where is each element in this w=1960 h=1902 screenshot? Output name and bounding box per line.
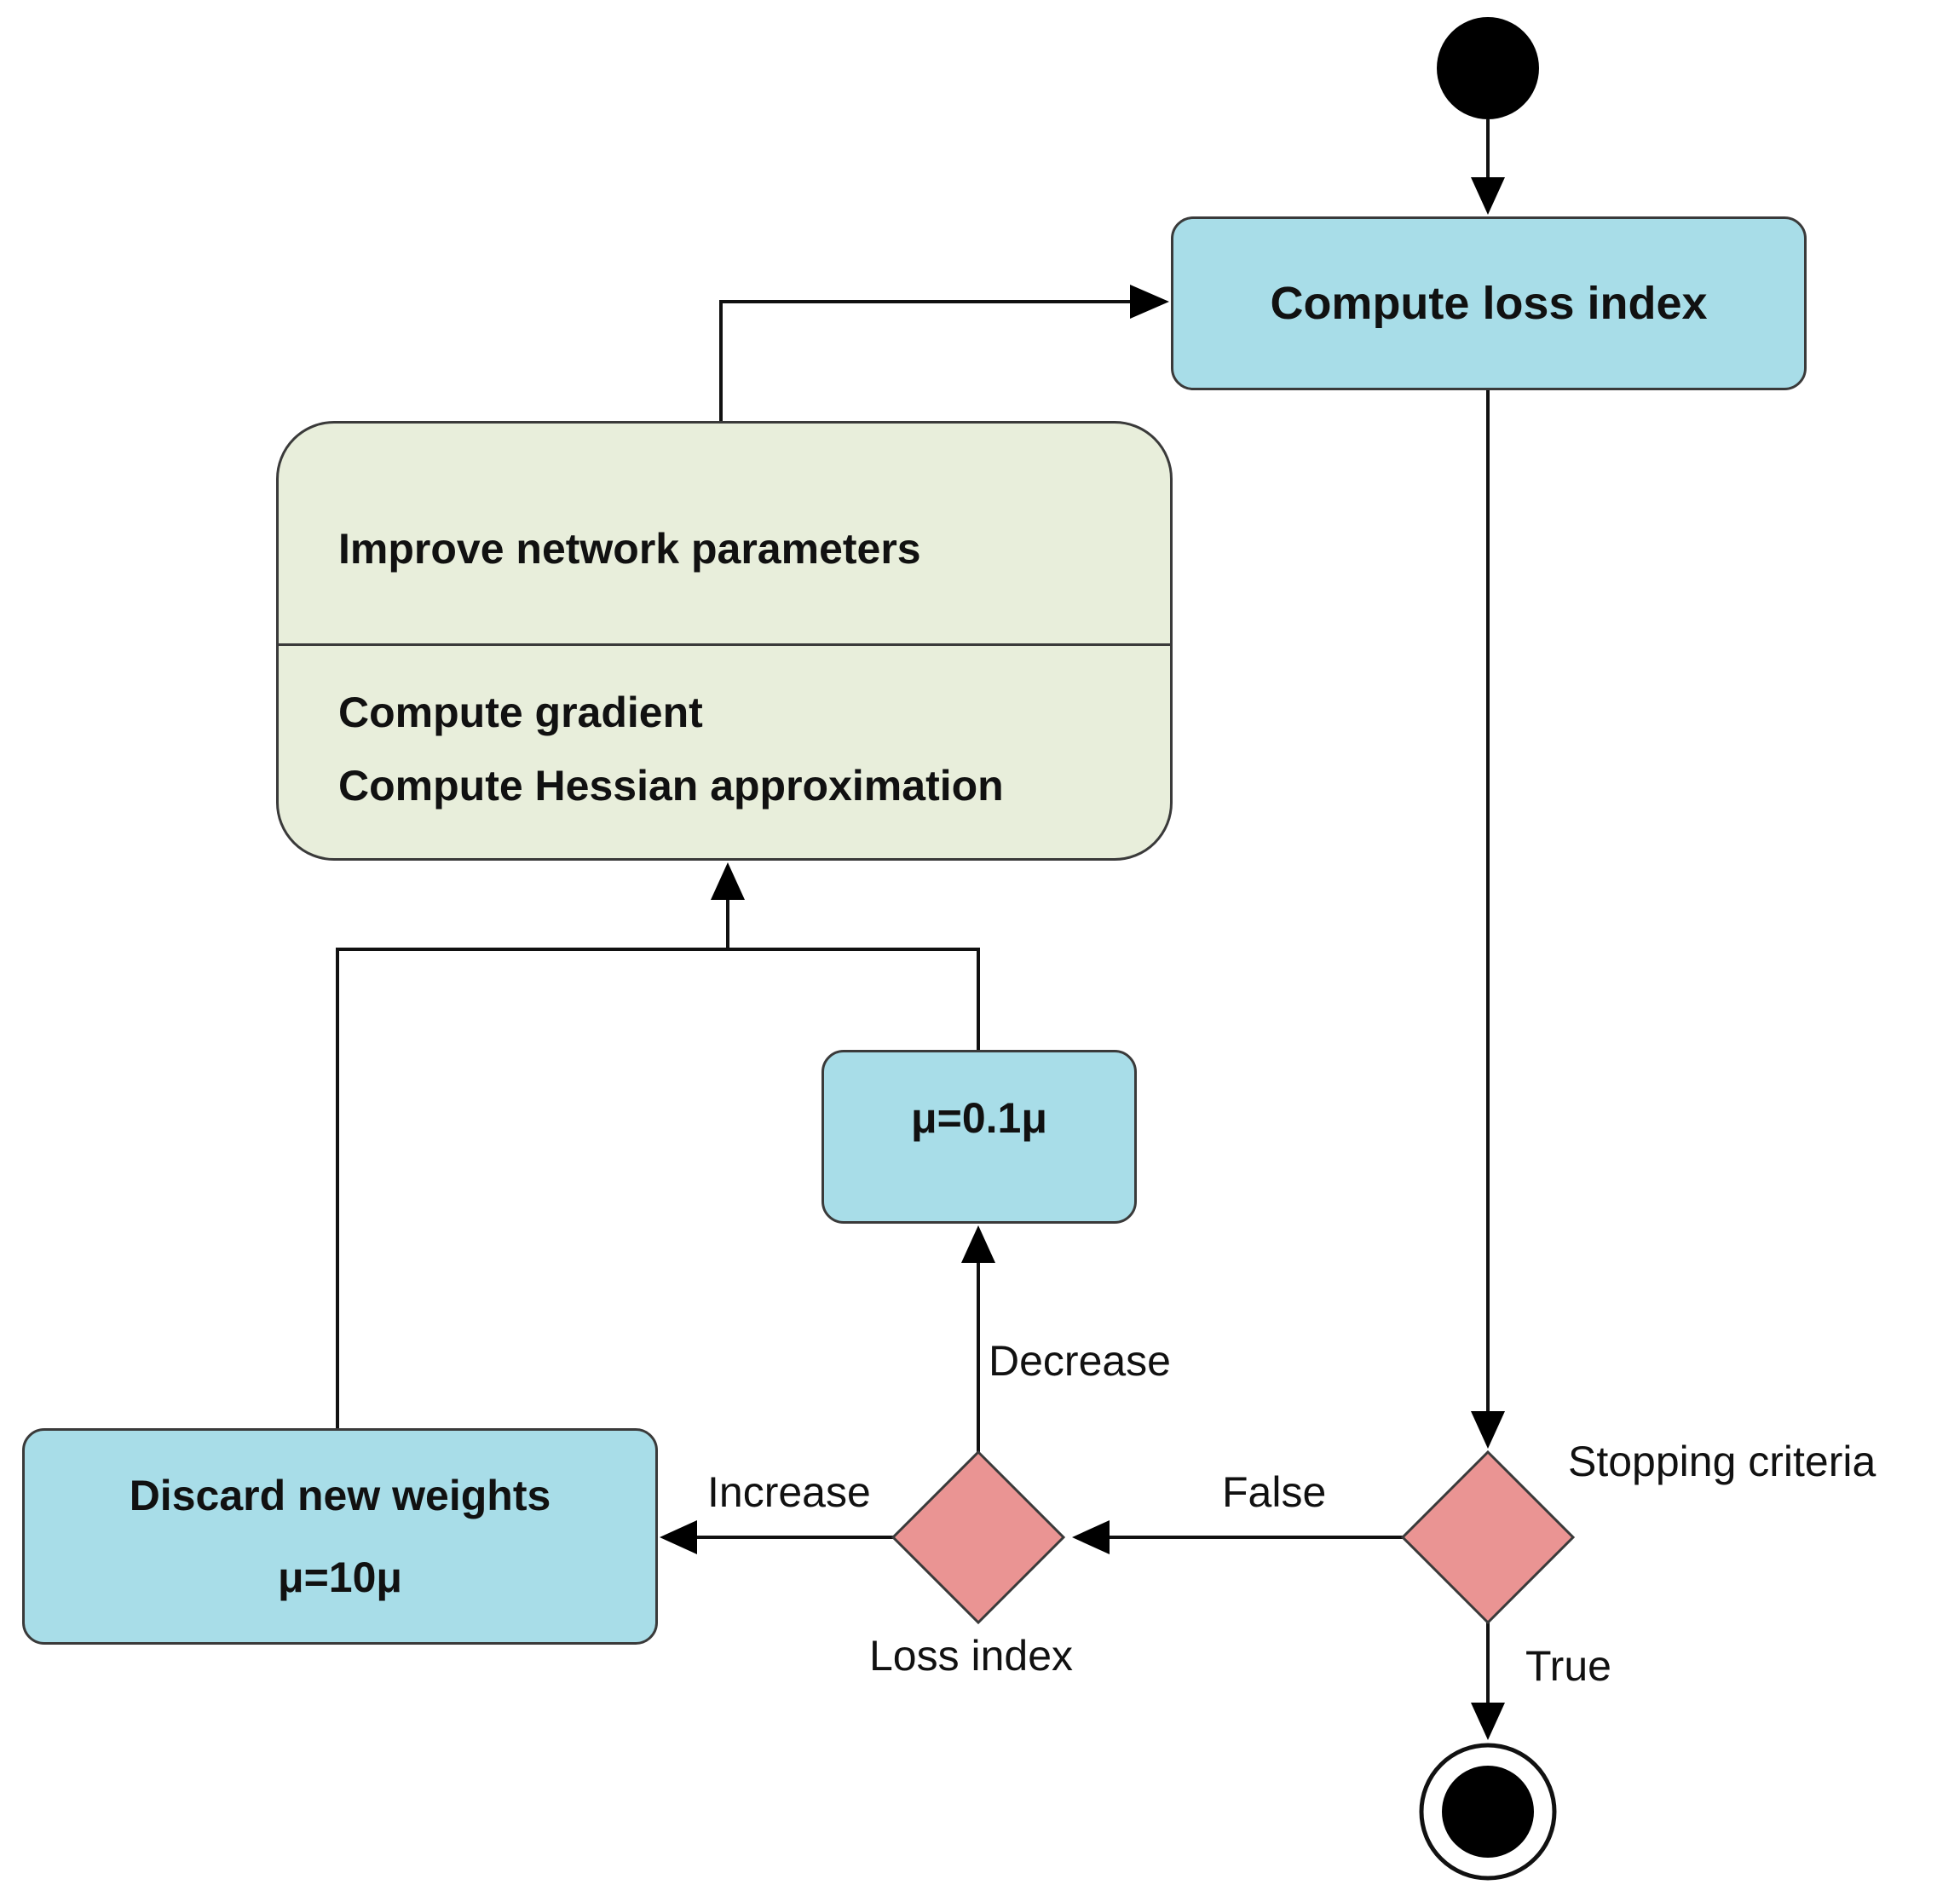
compute-gradient-label: Compute gradient [338, 689, 703, 736]
improve-network-parameters-action: Improve network parameters Compute gradi… [276, 421, 1173, 861]
edge-false [1072, 1520, 1403, 1554]
edge-loop-to-improve [336, 862, 980, 1428]
edge-compute-to-stopping [1471, 390, 1505, 1449]
discard-weights-label: Discard new weights [129, 1472, 551, 1519]
mu-increase-label: μ=10μ [278, 1553, 402, 1601]
compute-loss-index-action: Compute loss index [1171, 216, 1807, 390]
edge-improve-to-compute [719, 285, 1169, 421]
mu-decrease-action: μ=0.1μ [821, 1050, 1137, 1224]
compute-hessian-label: Compute Hessian approximation [338, 762, 1004, 810]
loss-index-label: Loss index [869, 1632, 1074, 1680]
edge-start-to-compute [1471, 119, 1505, 215]
stopping-criteria-label: Stopping criteria [1568, 1438, 1876, 1485]
stopping-criteria-decision [1400, 1450, 1576, 1625]
start-node [1437, 17, 1539, 119]
discard-weights-action: Discard new weights μ=10μ [22, 1428, 658, 1645]
true-edge-label: True [1525, 1642, 1611, 1690]
compute-loss-index-label: Compute loss index [1270, 278, 1708, 329]
edge-true [1471, 1622, 1505, 1740]
decrease-edge-label: Decrease [989, 1337, 1171, 1385]
edge-decrease [961, 1225, 995, 1452]
mu-decrease-label: μ=0.1μ [911, 1094, 1047, 1142]
end-node [1419, 1743, 1557, 1881]
increase-edge-label: Increase [707, 1468, 871, 1516]
false-edge-label: False [1222, 1468, 1327, 1516]
edge-increase [660, 1520, 893, 1554]
loss-index-decision [891, 1450, 1066, 1625]
improve-network-title: Improve network parameters [338, 525, 921, 573]
compartment-divider [279, 643, 1170, 646]
